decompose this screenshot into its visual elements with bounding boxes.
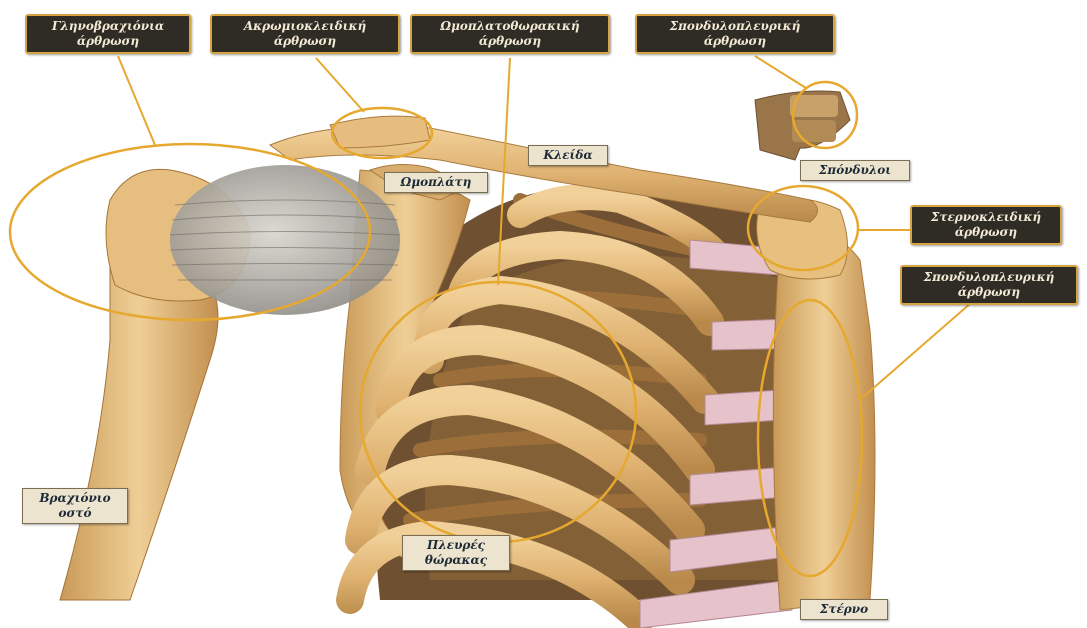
label-sternocostal-joint: Σπονδυλοπλευρική άρθρωση xyxy=(900,265,1078,305)
label-vertebrae: Σπόνδυλοι xyxy=(800,160,910,181)
label-ribs: Πλευρές θώρακας xyxy=(402,535,510,571)
label-glenohumeral-joint: Γληνοβραχιόνια άρθρωση xyxy=(25,14,191,54)
label-humerus: Βραχιόνιο οστό xyxy=(22,488,128,524)
label-scapula: Ωμοπλάτη xyxy=(384,172,488,193)
vertebra-body xyxy=(792,120,836,142)
label-acromioclavicular-joint: Ακρωμιοκλειδική άρθρωση xyxy=(210,14,400,54)
label-sternoclavicular-joint: Στερνοκλειδική άρθρωση xyxy=(910,205,1062,245)
label-sternum: Στέρνο xyxy=(800,599,888,620)
label-scapulothoracic-joint: Ωμοπλατοθωρακική άρθρωση xyxy=(410,14,610,54)
sternum-bone xyxy=(773,228,875,610)
label-clavicle: Κλείδα xyxy=(528,145,608,166)
joint-capsule xyxy=(170,165,400,315)
label-costovertebral-joint: Σπονδυλοπλευρική άρθρωση xyxy=(635,14,835,54)
